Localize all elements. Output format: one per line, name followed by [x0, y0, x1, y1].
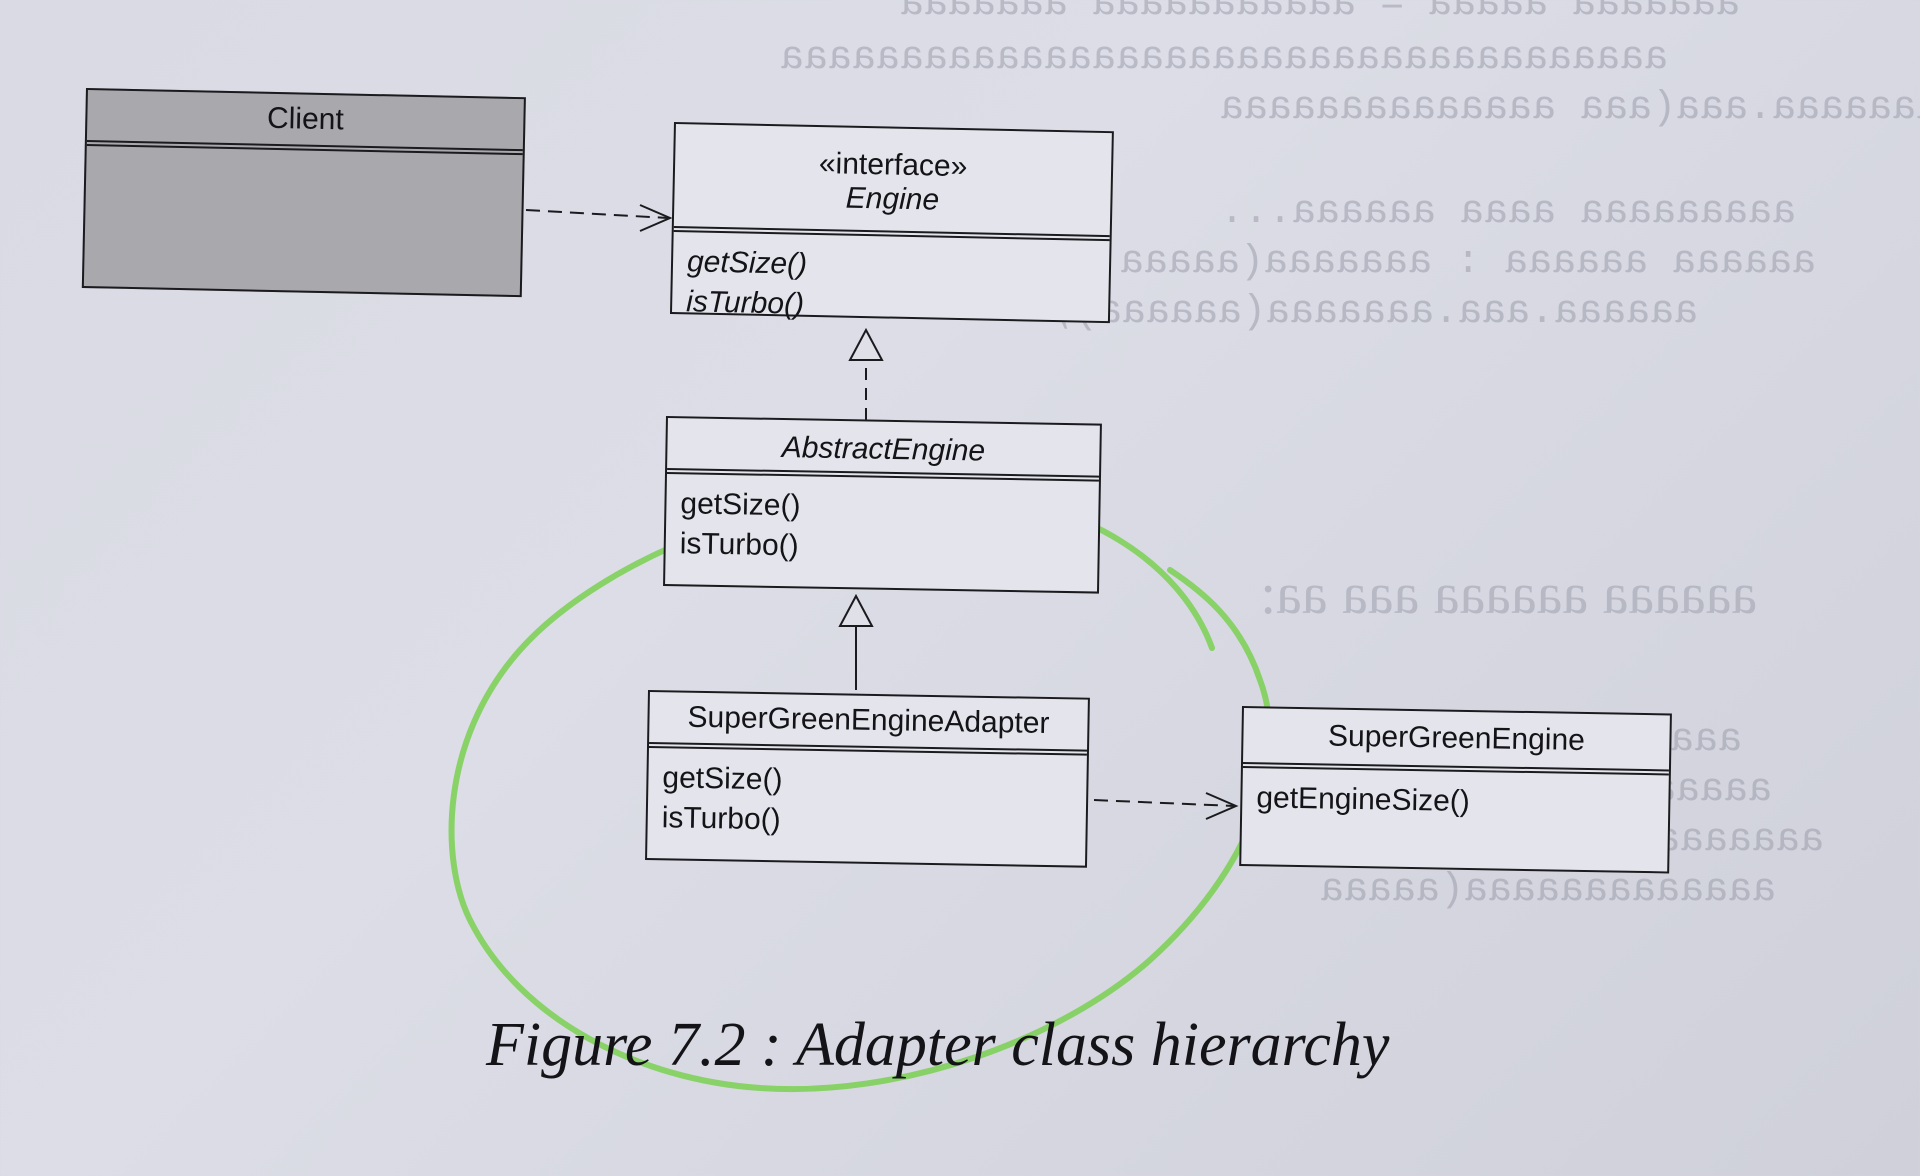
client-engine-dependency-arrow: [525, 204, 673, 232]
adapter-class-box: SuperGreenEngineAdapter getSize() isTurb…: [645, 690, 1090, 868]
super-green-engine-method-getenginesize: getEngineSize(): [1256, 781, 1471, 818]
adapter-super-green-dependency-arrow: [1093, 792, 1239, 820]
abstract-engine-realization-arrow: [848, 327, 884, 420]
adapter-methods: getSize() isTurbo(): [647, 744, 1087, 846]
adapter-method-isturbo: isTurbo(): [661, 801, 781, 837]
client-class-box: Client: [81, 88, 526, 298]
figure-caption: Figure 7.2 : Adapter class hierarchy: [486, 1011, 1390, 1079]
adapter-class-name: SuperGreenEngineAdapter: [649, 692, 1088, 752]
abstract-engine-method-getsize: getSize(): [680, 487, 801, 523]
abstract-engine-class-name: AbstractEngine: [667, 418, 1100, 478]
engine-methods: getSize() isTurbo(): [672, 228, 1110, 331]
adapter-generalization-arrow: [838, 593, 874, 690]
super-green-engine-class-name: SuperGreenEngine: [1242, 708, 1670, 772]
abstract-engine-class-box: AbstractEngine getSize() isTurbo(): [663, 416, 1102, 594]
engine-interface-box: «interface» Engine getSize() isTurbo(): [669, 122, 1114, 324]
engine-method-isturbo: isTurbo(): [685, 285, 805, 321]
super-green-engine-class-box: SuperGreenEngine getEngineSize(): [1239, 706, 1672, 874]
client-class-name: Client: [86, 90, 524, 152]
abstract-engine-method-isturbo: isTurbo(): [679, 527, 799, 563]
abstract-engine-methods: getSize() isTurbo(): [665, 470, 1099, 572]
